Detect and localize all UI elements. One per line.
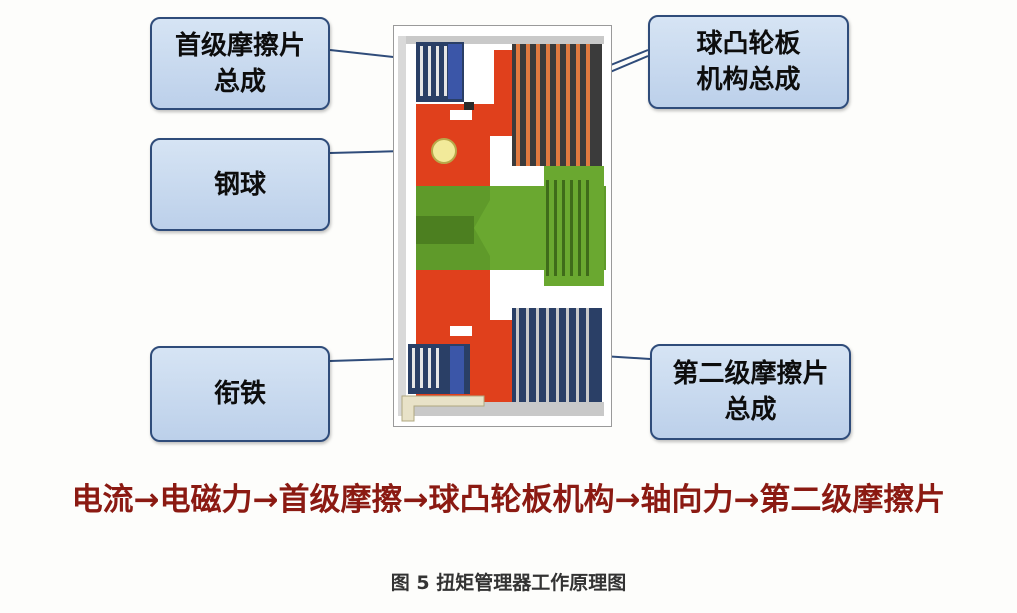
label-armature: 衔铁	[150, 346, 330, 442]
armature-plate	[450, 346, 464, 394]
label-first-friction: 首级摩擦片 总成	[150, 17, 330, 110]
flow-description: 电流→电磁力→首级摩擦→球凸轮板机构→轴向力→第二级摩擦片	[71, 482, 946, 518]
housing-top	[404, 36, 604, 44]
shaft-splines	[546, 180, 589, 276]
label-ball-cam-line2: 机构总成	[696, 65, 801, 95]
label-second-friction: 第二级摩擦片 总成	[650, 344, 851, 440]
armature-coils	[412, 348, 439, 388]
top-cam-slot	[464, 102, 474, 110]
mechanism-frame	[393, 25, 612, 427]
steel-ball-top	[431, 138, 457, 164]
mechanism-cross-section	[394, 26, 611, 426]
label-ball-cam-line1: 球凸轮板	[696, 29, 801, 59]
label-steel-ball-text: 钢球	[213, 169, 266, 200]
green-shaft-hub	[416, 216, 474, 244]
label-ball-cam: 球凸轮板 机构总成	[648, 15, 849, 109]
label-second-friction-line2: 总成	[724, 395, 777, 425]
label-second-friction-line1: 第二级摩擦片	[672, 359, 829, 389]
label-armature-text: 衔铁	[213, 379, 266, 409]
armature-base	[401, 395, 485, 422]
bottom-cam-plate	[450, 326, 472, 336]
first-friction-plates	[420, 46, 447, 96]
label-first-friction-line2: 总成	[213, 66, 266, 97]
second-friction-pack	[512, 308, 602, 402]
figure-caption: 图 5 扭矩管理器工作原理图	[390, 572, 627, 594]
label-first-friction-line1: 首级摩擦片	[174, 30, 305, 61]
upper-plate-pack	[512, 44, 602, 166]
label-steel-ball: 钢球	[150, 138, 330, 231]
housing-left	[398, 36, 406, 416]
first-armature-top	[448, 44, 462, 99]
top-cam-plate	[450, 110, 472, 120]
